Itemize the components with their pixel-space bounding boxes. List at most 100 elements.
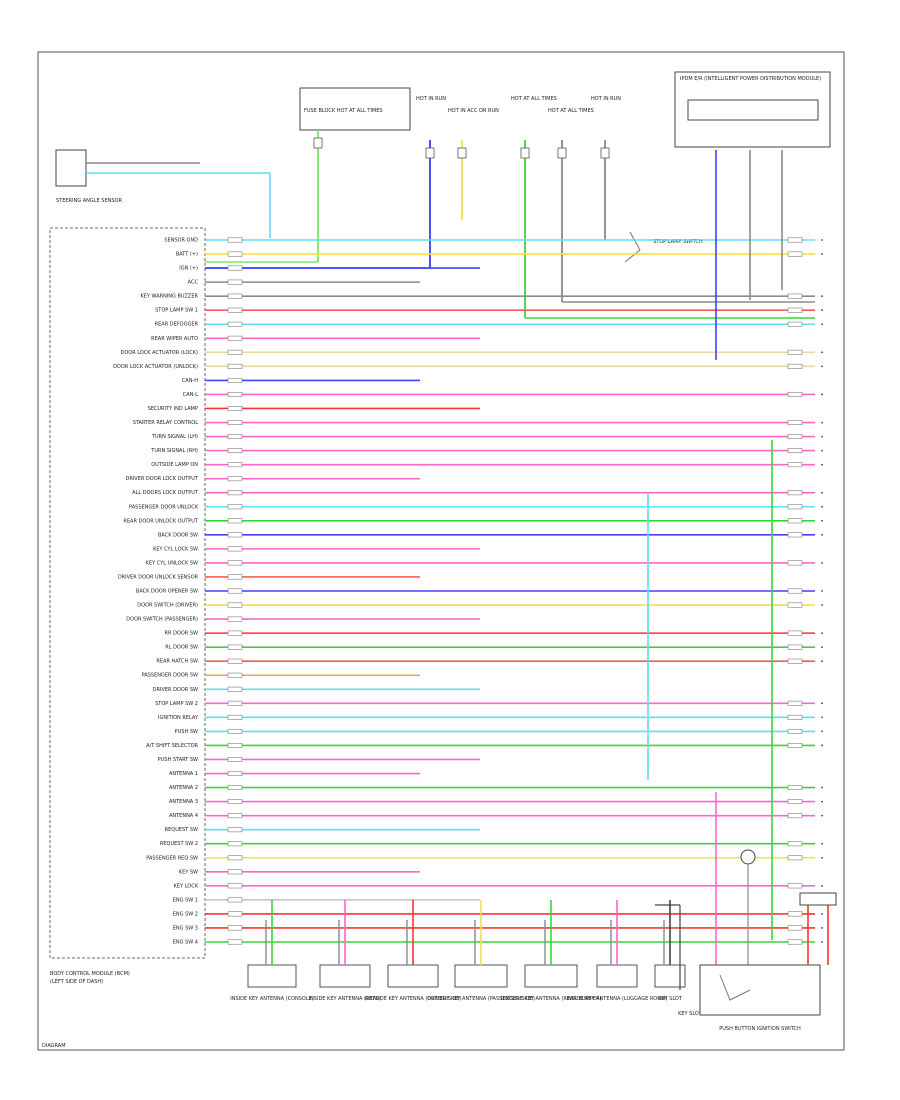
wire-color-tag: [227, 686, 243, 692]
wire-end-marker: [821, 519, 823, 522]
wire-color-tag-right: [787, 518, 803, 524]
wire-color-tag-right: [787, 841, 803, 847]
wire-end-marker: [821, 590, 823, 592]
bcm-pin-label: REAR WIPER AUTO: [151, 336, 198, 342]
steering-sensor-label: STEERING ANGLE SENSOR: [56, 198, 122, 204]
module-outline: [49, 227, 206, 959]
wire-color-tag-right: [787, 855, 803, 861]
bcm-pin-label: PASSENGER DOOR UNLOCK: [129, 504, 199, 510]
wire-color-tag: [227, 757, 243, 762]
wire-color-tag-right: [787, 799, 803, 805]
wire-color-tag: [227, 546, 243, 552]
top-connector-label: FUSE BLOCK HOT AT ALL TIMES: [304, 108, 383, 114]
wire-color-tag: [227, 363, 243, 369]
wire-color-tag: [227, 279, 243, 285]
bcm-pin-label: KEY CYL UNLOCK SW: [146, 560, 198, 566]
wire-color-tag: [227, 307, 243, 313]
wire-end-marker: [821, 533, 823, 536]
wire-color-tag: [227, 518, 243, 524]
bottom-component-label: OUTSIDE KEY ANTENNA (DRIVER SIDE): [365, 996, 462, 1002]
top-connector-label: HOT IN ACC OR RUN: [448, 108, 499, 114]
top-connector-label: HOT IN RUN: [591, 96, 621, 102]
bcm-pin-label: DOOR LOCK ACTUATOR (UNLOCK): [113, 364, 198, 370]
bottom-component-label: OUTSIDE KEY ANTENNA (PASSENGER SIDE): [427, 996, 535, 1002]
wire-color-tag: [227, 560, 243, 566]
wire-end-marker: [821, 253, 823, 255]
bcm-pin-label: PUSH START SW: [158, 757, 198, 763]
wire-color-tag-right: [787, 434, 803, 440]
top-connector-pin: [557, 147, 567, 159]
bcm-pin-label: RR DOOR SW: [165, 631, 198, 637]
wire-color-tag: [227, 237, 243, 243]
top-connector-pin: [457, 147, 467, 159]
bottom-component-box: [387, 964, 439, 988]
bcm-pin-label: REAR HATCH SW: [156, 659, 198, 665]
wire-color-tag-right: [787, 237, 803, 243]
wire-color-tag-right: [787, 349, 803, 355]
wire-color-tag-right: [787, 925, 803, 931]
steering-sensor-box: [55, 149, 87, 187]
bcm-pin-label: SECURITY IND LAMP: [148, 406, 198, 412]
page-label: DIAGRAM: [42, 1043, 66, 1049]
wire-color-tag: [227, 391, 243, 397]
top-connector-label: HOT AT ALL TIMES: [548, 108, 594, 114]
bcm-pin-label: DRIVER DOOR UNLOCK SENSOR: [118, 574, 199, 580]
wire-color-tag-right: [787, 728, 803, 734]
wire-color-tag-right: [787, 321, 803, 327]
bcm-pin-label: REAR DOOR UNLOCK OUTPUT: [123, 518, 199, 524]
bcm-pin-label: DRIVER DOOR LOCK OUTPUT: [125, 476, 198, 482]
bcm-pin-label: ANTENNA 4: [169, 813, 198, 819]
wire-color-tag-right: [787, 644, 803, 650]
wire-color-tag: [227, 700, 243, 706]
wire-color-tag: [227, 420, 243, 425]
bcm-pin-label: TURN SIGNAL (RH): [150, 448, 198, 454]
wire-color-tag-right: [787, 462, 803, 468]
bcm-pin-label: SENSOR GND: [164, 238, 198, 244]
wire-end-marker: [821, 449, 823, 452]
bcm-pin-label: CAN-H: [182, 378, 198, 384]
bcm-pin-label: ENG SW 4: [173, 940, 198, 946]
wire-color-tag: [227, 714, 243, 720]
wire-color-tag: [227, 349, 243, 355]
bottom-component-label: INSIDE KEY ANTENNA (REAR): [309, 996, 382, 1002]
wire-color-tag: [227, 532, 243, 538]
wire-end-marker: [821, 562, 823, 564]
bcm-pin-label: STOP LAMP SW 2: [155, 701, 198, 707]
wire-color-tag: [227, 448, 243, 454]
wire-color-tag: [227, 771, 243, 776]
bottom-component-label: INSIDE KEY ANTENNA (CONSOLE): [230, 996, 314, 1002]
wire-color-tag: [227, 925, 243, 931]
bcm-pin-label: ANTENNA 3: [169, 799, 198, 805]
wire-end-marker: [821, 702, 823, 705]
wire-color-tag: [227, 799, 243, 805]
wire-color-tag: [227, 869, 243, 875]
wire-end-marker: [821, 351, 823, 354]
bcm-pin-label: BACK DOOR SW: [158, 532, 198, 538]
top-connector-pin: [520, 147, 530, 159]
wire-color-tag: [227, 504, 243, 510]
wire-end-marker: [821, 646, 823, 649]
push-button-connector: [799, 892, 837, 906]
stop-lamp-switch-symbol: [624, 231, 641, 263]
bottom-component-box: [319, 964, 371, 988]
wire-color-tag-right: [787, 588, 803, 594]
key-slot-label: KEY SLOT: [678, 1011, 703, 1017]
wire-color-tag: [227, 251, 243, 257]
wire-end-marker: [821, 842, 823, 845]
wire-end-marker: [821, 941, 823, 943]
wire-color-tag: [227, 883, 243, 889]
bcm-pin-label: TURN SIGNAL (LH): [151, 434, 198, 440]
wire-color-tag-right: [787, 293, 803, 299]
module-sublabel: (LEFT SIDE OF DASH): [50, 979, 103, 985]
bcm-pin-label: PASSENGER REQ SW: [146, 855, 198, 861]
wire-color-tag-right: [787, 911, 803, 917]
wire-end-marker: [821, 435, 823, 438]
wire-color-tag: [227, 588, 243, 594]
bcm-pin-label: ANTENNA 1: [169, 771, 198, 777]
stop-lamp-switch-label: STOP LAMP SWITCH: [653, 239, 703, 245]
wire-color-tag-right: [787, 363, 803, 369]
wire-color-tag-right: [787, 785, 803, 791]
bcm-pin-label: DOOR LOCK ACTUATOR (LOCK): [120, 350, 198, 356]
